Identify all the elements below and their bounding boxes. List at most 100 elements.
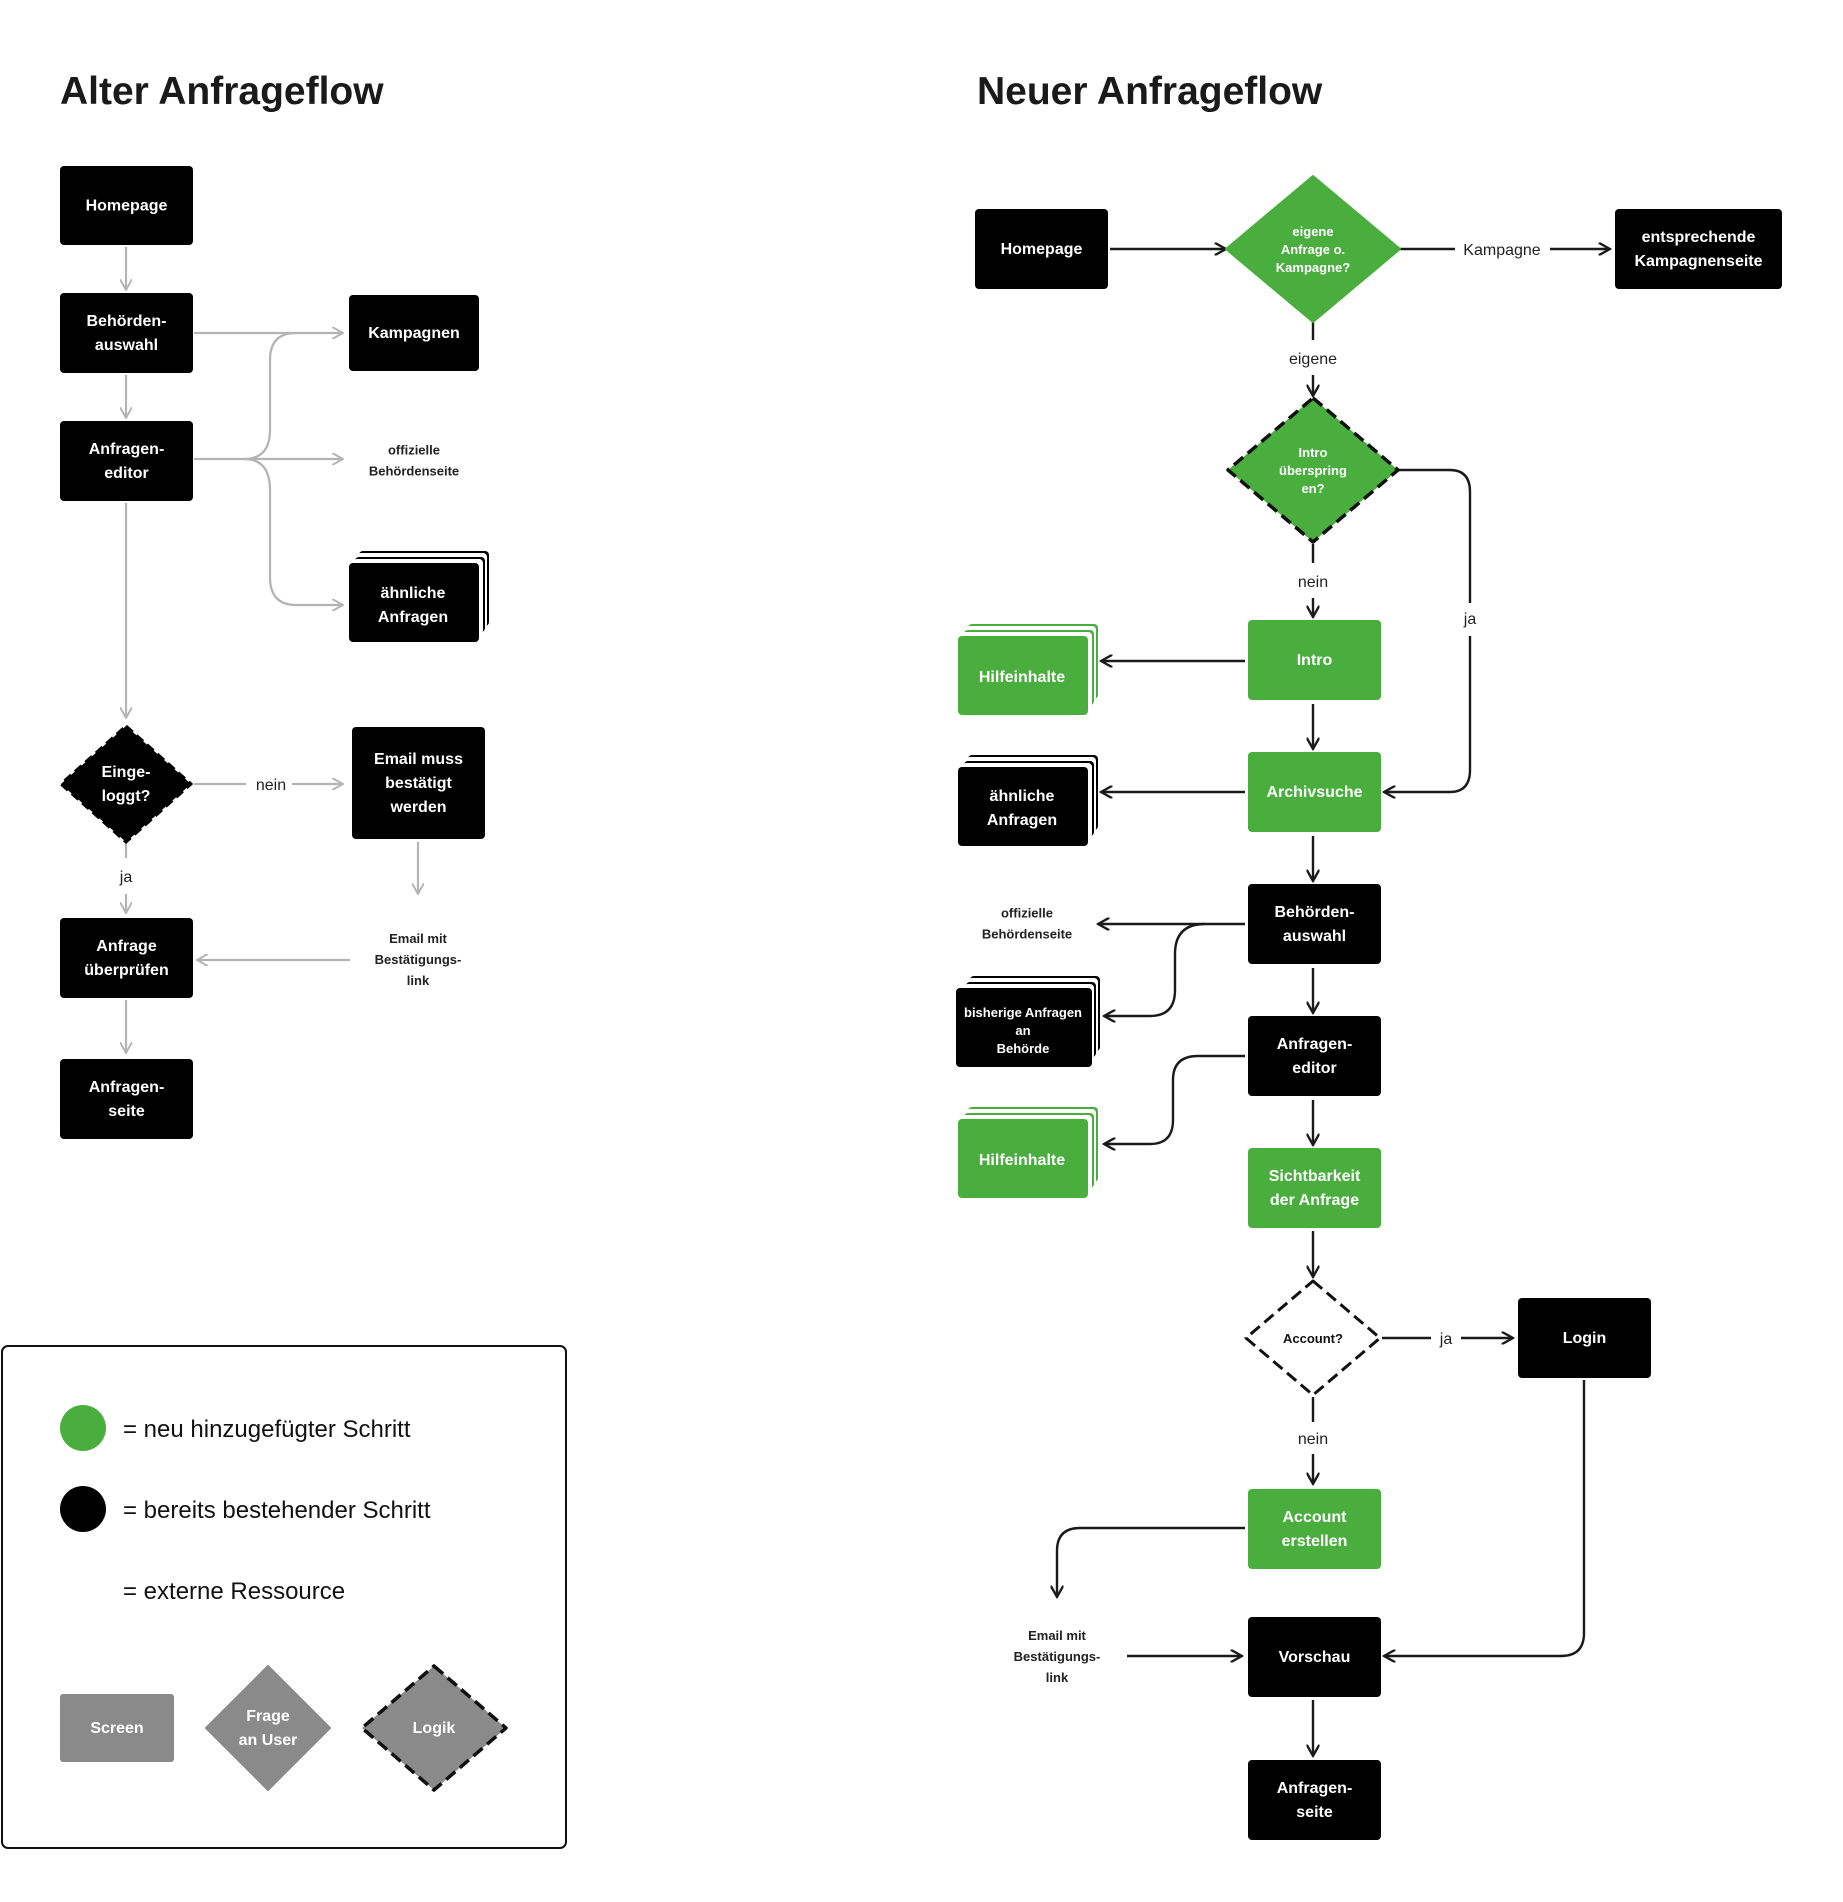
decision-new-account[interactable]: Account?: [1244, 1279, 1382, 1397]
new-flow: Neuer Anfrageflow Kampagne: [956, 70, 1782, 1840]
old-flow-title: Alter Anfrageflow: [60, 70, 384, 113]
label-line: Hilfeinhalte: [979, 669, 1065, 686]
legend: = neu hinzugefügter Schritt = bereits be…: [1, 1345, 567, 1849]
node-new-hilfeinhalte-1-label: Hilfeinhalte: [979, 669, 1065, 686]
node-old-homepage-label: Homepage: [86, 197, 168, 214]
label-line: Kampagnenseite: [1634, 253, 1762, 270]
edge-new-eigene-label: eigene: [1289, 351, 1337, 368]
node-old-kampagnen-label: Kampagnen: [368, 325, 460, 342]
label-line: Account: [1283, 1509, 1348, 1526]
label-line: Behörden-: [1275, 904, 1355, 921]
arrow-behoerden-to-bisherige: [1104, 922, 1206, 1016]
old-flow: Alter Anfrageflow Homepage Behörden-ausw…: [58, 70, 489, 1139]
label-line: Email mit: [389, 931, 447, 946]
label-line: auswahl: [1283, 928, 1346, 945]
node-new-anfragenseite[interactable]: Anfragen-seite: [1248, 1760, 1381, 1840]
node-new-hilfeinhalte-2-stack[interactable]: Hilfeinhalte: [958, 1107, 1098, 1198]
node-new-behoerdenauswahl[interactable]: Behörden-auswahl: [1248, 884, 1381, 964]
node-old-anfragenseite-label: Anfragen-seite: [89, 1079, 165, 1120]
label-line: auswahl: [95, 337, 158, 354]
label-line: Behörde: [997, 1041, 1050, 1056]
node-new-behoerdenauswahl-label: Behörden-auswahl: [1275, 904, 1355, 945]
arrow-account-to-email: [1057, 1526, 1245, 1597]
legend-screen-shape: Screen: [60, 1694, 174, 1762]
label-line: Anfragen: [378, 609, 448, 626]
node-new-archivsuche[interactable]: Archivsuche: [1248, 752, 1381, 832]
label-line: Hilfeinhalte: [979, 1152, 1065, 1169]
label-line: Behördenseite: [369, 463, 459, 478]
node-old-kampagnen[interactable]: Kampagnen: [349, 295, 479, 371]
label-line: Vorschau: [1279, 1649, 1351, 1666]
label-line: Login: [1563, 1330, 1607, 1347]
label-line: Email muss: [374, 751, 463, 768]
node-old-email-bestaetigt[interactable]: Email muss bestätigt werden: [352, 727, 485, 839]
legend-bestehend-label: = bereits bestehender Schritt: [123, 1497, 431, 1524]
legend-frage-label: Frage an User: [239, 1708, 298, 1749]
edge-old-ja-label: ja: [119, 869, 133, 886]
node-old-anfrageneditor-label: Anfragen-editor: [89, 441, 165, 482]
node-old-behoerdenauswahl[interactable]: Behörden-auswahl: [60, 293, 193, 373]
label-line: Intro: [1297, 652, 1333, 669]
label-line: an User: [239, 1732, 298, 1749]
arrow-intro-decision-ja: [1384, 468, 1472, 792]
legend-logik-shape: Logik: [360, 1664, 508, 1792]
node-new-homepage[interactable]: Homepage: [975, 209, 1108, 289]
label-line: eigene: [1292, 224, 1333, 239]
decision-new-account-label: Account?: [1283, 1331, 1343, 1346]
node-old-homepage[interactable]: Homepage: [60, 166, 193, 245]
label-line: bestätigt: [385, 775, 452, 792]
label-line: erstellen: [1282, 1533, 1348, 1550]
label-line: werden: [389, 799, 446, 816]
node-new-account-erstellen[interactable]: Account erstellen: [1248, 1489, 1381, 1569]
label-line: Anfragen-: [1277, 1036, 1353, 1053]
label-line: link: [1046, 1670, 1069, 1685]
legend-logik-label: Logik: [413, 1720, 456, 1737]
label-line: Archivsuche: [1266, 784, 1362, 801]
node-new-intro[interactable]: Intro: [1248, 620, 1381, 700]
label-line: Bestätigungs-: [1014, 1649, 1101, 1664]
node-new-hilfeinhalte-1-stack[interactable]: Hilfeinhalte: [958, 624, 1098, 715]
label-line: Screen: [90, 1720, 143, 1737]
node-old-anfragenseite[interactable]: Anfragen-seite: [60, 1059, 193, 1139]
label-line: überprüfen: [84, 962, 168, 979]
label-line: editor: [104, 465, 148, 482]
label-line: ähnliche: [990, 788, 1055, 805]
label-line: Kampagnen: [368, 325, 460, 342]
label-line: ähnliche: [381, 585, 446, 602]
decision-old-eingeloggt[interactable]: Einge-loggt?: [58, 723, 194, 845]
node-new-anfrageneditor[interactable]: Anfragen-editor: [1248, 1016, 1381, 1096]
label-line: Frage: [246, 1708, 290, 1725]
label-line: Homepage: [1001, 241, 1083, 258]
node-new-vorschau[interactable]: Vorschau: [1248, 1617, 1381, 1697]
label-line: Account?: [1283, 1331, 1343, 1346]
label-line: Anfragen-: [1277, 1780, 1353, 1797]
label-line: entsprechende: [1642, 229, 1756, 246]
node-old-anfrageneditor[interactable]: Anfragen-editor: [60, 421, 193, 501]
label-line: der Anfrage: [1270, 1192, 1359, 1209]
label-line: Bestätigungs-: [375, 952, 462, 967]
label-line: Homepage: [86, 197, 168, 214]
node-new-login[interactable]: Login: [1518, 1298, 1651, 1378]
old-flow-arrows: [126, 247, 418, 1053]
legend-frage-shape: Frage an User: [205, 1665, 331, 1791]
